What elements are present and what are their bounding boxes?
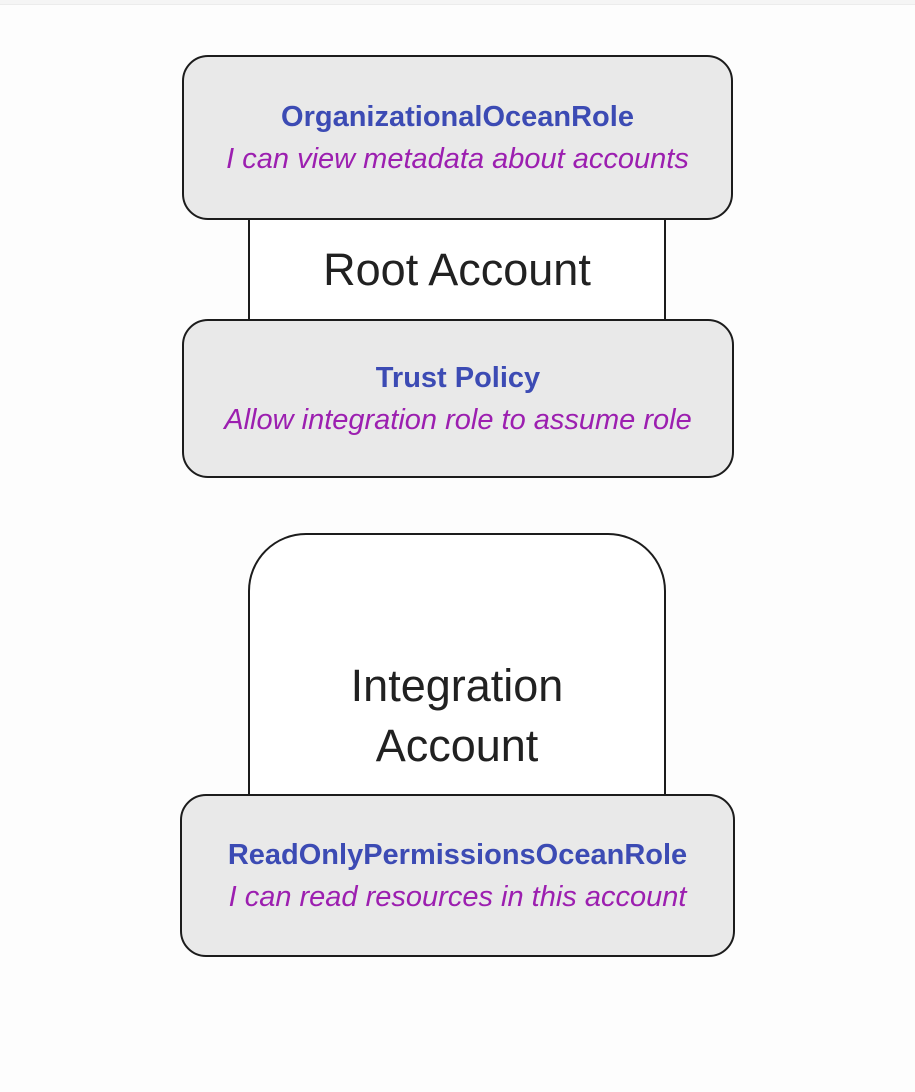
trust-policy-title: Trust Policy: [375, 361, 541, 394]
trust-policy-description: Allow integration role to assume role: [224, 403, 692, 436]
root-account-label: Root Account: [248, 220, 666, 319]
organizational-ocean-role-description: I can view metadata about accounts: [226, 142, 689, 175]
integration-account-label-text: Integration Account: [350, 660, 564, 771]
node-readonly-permissions-ocean-role: ReadOnlyPermissionsOceanRole I can read …: [180, 794, 735, 957]
root-account-label-text: Root Account: [323, 243, 591, 295]
readonly-permissions-ocean-role-description: I can read resources in this account: [228, 880, 687, 913]
window-top-edge: [0, 0, 915, 5]
readonly-permissions-ocean-role-title: ReadOnlyPermissionsOceanRole: [227, 838, 688, 871]
organizational-ocean-role-title: OrganizationalOceanRole: [281, 100, 634, 133]
node-trust-policy: Trust Policy Allow integration role to a…: [182, 319, 734, 478]
integration-account-label: Integration Account: [248, 656, 666, 776]
node-organizational-ocean-role: OrganizationalOceanRole I can view metad…: [182, 55, 733, 220]
